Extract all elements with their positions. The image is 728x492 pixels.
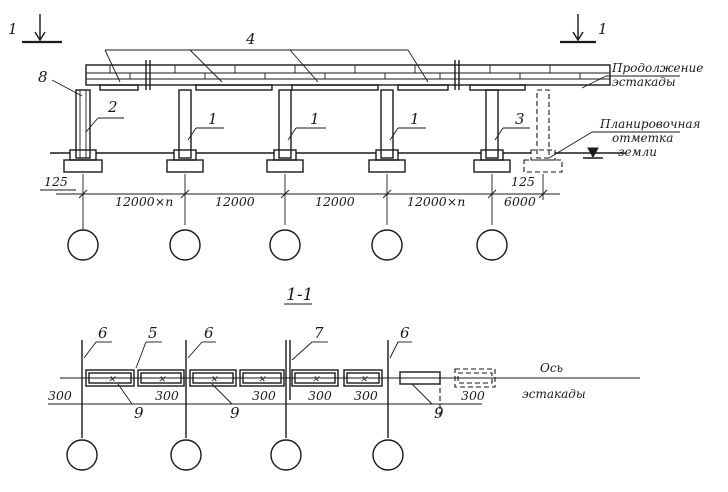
column-labels: 2 1 1 1 3 (85, 98, 530, 141)
svg-text:Продолжение: Продолжение (611, 61, 703, 75)
section-marker-right-label: 1 (598, 20, 608, 38)
section-marker-left: 1 (8, 14, 62, 44)
item6-b-label: 6 (204, 324, 214, 342)
item9-c-label: 9 (434, 404, 444, 422)
item8-leader (51, 79, 83, 97)
section-dimensions: 300 300 300 300 300 300 (48, 388, 485, 405)
panel-mark: ✕ (158, 375, 166, 385)
column-end (63, 89, 103, 173)
grade-note: Планировочная отметка земли (548, 117, 701, 159)
beam-label: 4 (245, 30, 256, 48)
svg-text:Ось: Ось (540, 361, 563, 375)
sec-dim-1: 300 (48, 388, 72, 403)
item9-b-label: 9 (230, 404, 240, 422)
section-title: 1-1 (284, 285, 313, 305)
dim-span4: 12000×n (407, 194, 465, 209)
section-marker-left-label: 1 (8, 20, 18, 38)
column-1b (266, 89, 304, 173)
sec-dim-4: 300 (308, 388, 332, 403)
sec-dim-6: 300 (461, 388, 485, 403)
item6-c-label: 6 (400, 324, 410, 342)
dim-span5: 6000 (504, 194, 536, 209)
column-continuation (523, 89, 563, 173)
svg-text:1-1: 1-1 (286, 285, 313, 305)
col-1b-label: 1 (310, 110, 320, 128)
dim-offset-left: 125 (44, 174, 68, 189)
svg-text:эстакады: эстакады (522, 387, 586, 401)
column-1a (166, 89, 204, 173)
sec-dim-2: 300 (155, 388, 179, 403)
axis-note: Ось эстакады (522, 361, 586, 401)
panel-mark: ✕ (258, 375, 266, 385)
svg-text:эстакады: эстакады (612, 75, 676, 89)
dimension-chain: 125 12000×n 12000 12000 12000×n 125 6000 (40, 174, 560, 225)
ground-line (50, 147, 625, 159)
panel-mark: ✕ (360, 375, 368, 385)
sec-dim-3: 300 (252, 388, 276, 403)
item7-label: 7 (314, 324, 324, 342)
item8-label: 8 (38, 68, 48, 86)
item5-label: 5 (148, 324, 158, 342)
section-marker-right: 1 (560, 14, 608, 44)
svg-text:земли: земли (618, 145, 657, 159)
dim-span2: 12000 (215, 194, 255, 209)
col-end-label: 2 (107, 98, 118, 116)
section-labels: 6 5 6 7 6 9 9 9 (83, 324, 444, 422)
panel-mark: ✕ (312, 375, 320, 385)
svg-text:Планировочная: Планировочная (599, 117, 701, 131)
section-column-lines (81, 340, 441, 438)
item9-a-label: 9 (134, 404, 144, 422)
svg-text:отметка: отметка (612, 131, 673, 145)
section-panels: ✕ ✕ ✕ ✕ ✕ ✕ (85, 368, 496, 388)
dim-span3: 12000 (315, 194, 355, 209)
panel-mark: ✕ (108, 375, 116, 385)
dim-span1: 12000×n (115, 194, 173, 209)
deck-superstructure (85, 60, 611, 91)
item6-a-label: 6 (98, 324, 108, 342)
beam-leaders: 4 (104, 30, 429, 83)
sec-dim-5: 300 (354, 388, 378, 403)
axis-markers-bottom (66, 439, 404, 471)
col-1c-label: 1 (410, 110, 420, 128)
column-last (473, 89, 511, 173)
col-last-label: 3 (515, 110, 525, 128)
column-1c (368, 89, 406, 173)
panel-mark: ✕ (210, 375, 218, 385)
continuation-note: Продолжение эстакады (581, 61, 703, 89)
dim-offset-right: 125 (511, 174, 535, 189)
axis-markers-top (67, 225, 508, 261)
col-1a-label: 1 (208, 110, 218, 128)
